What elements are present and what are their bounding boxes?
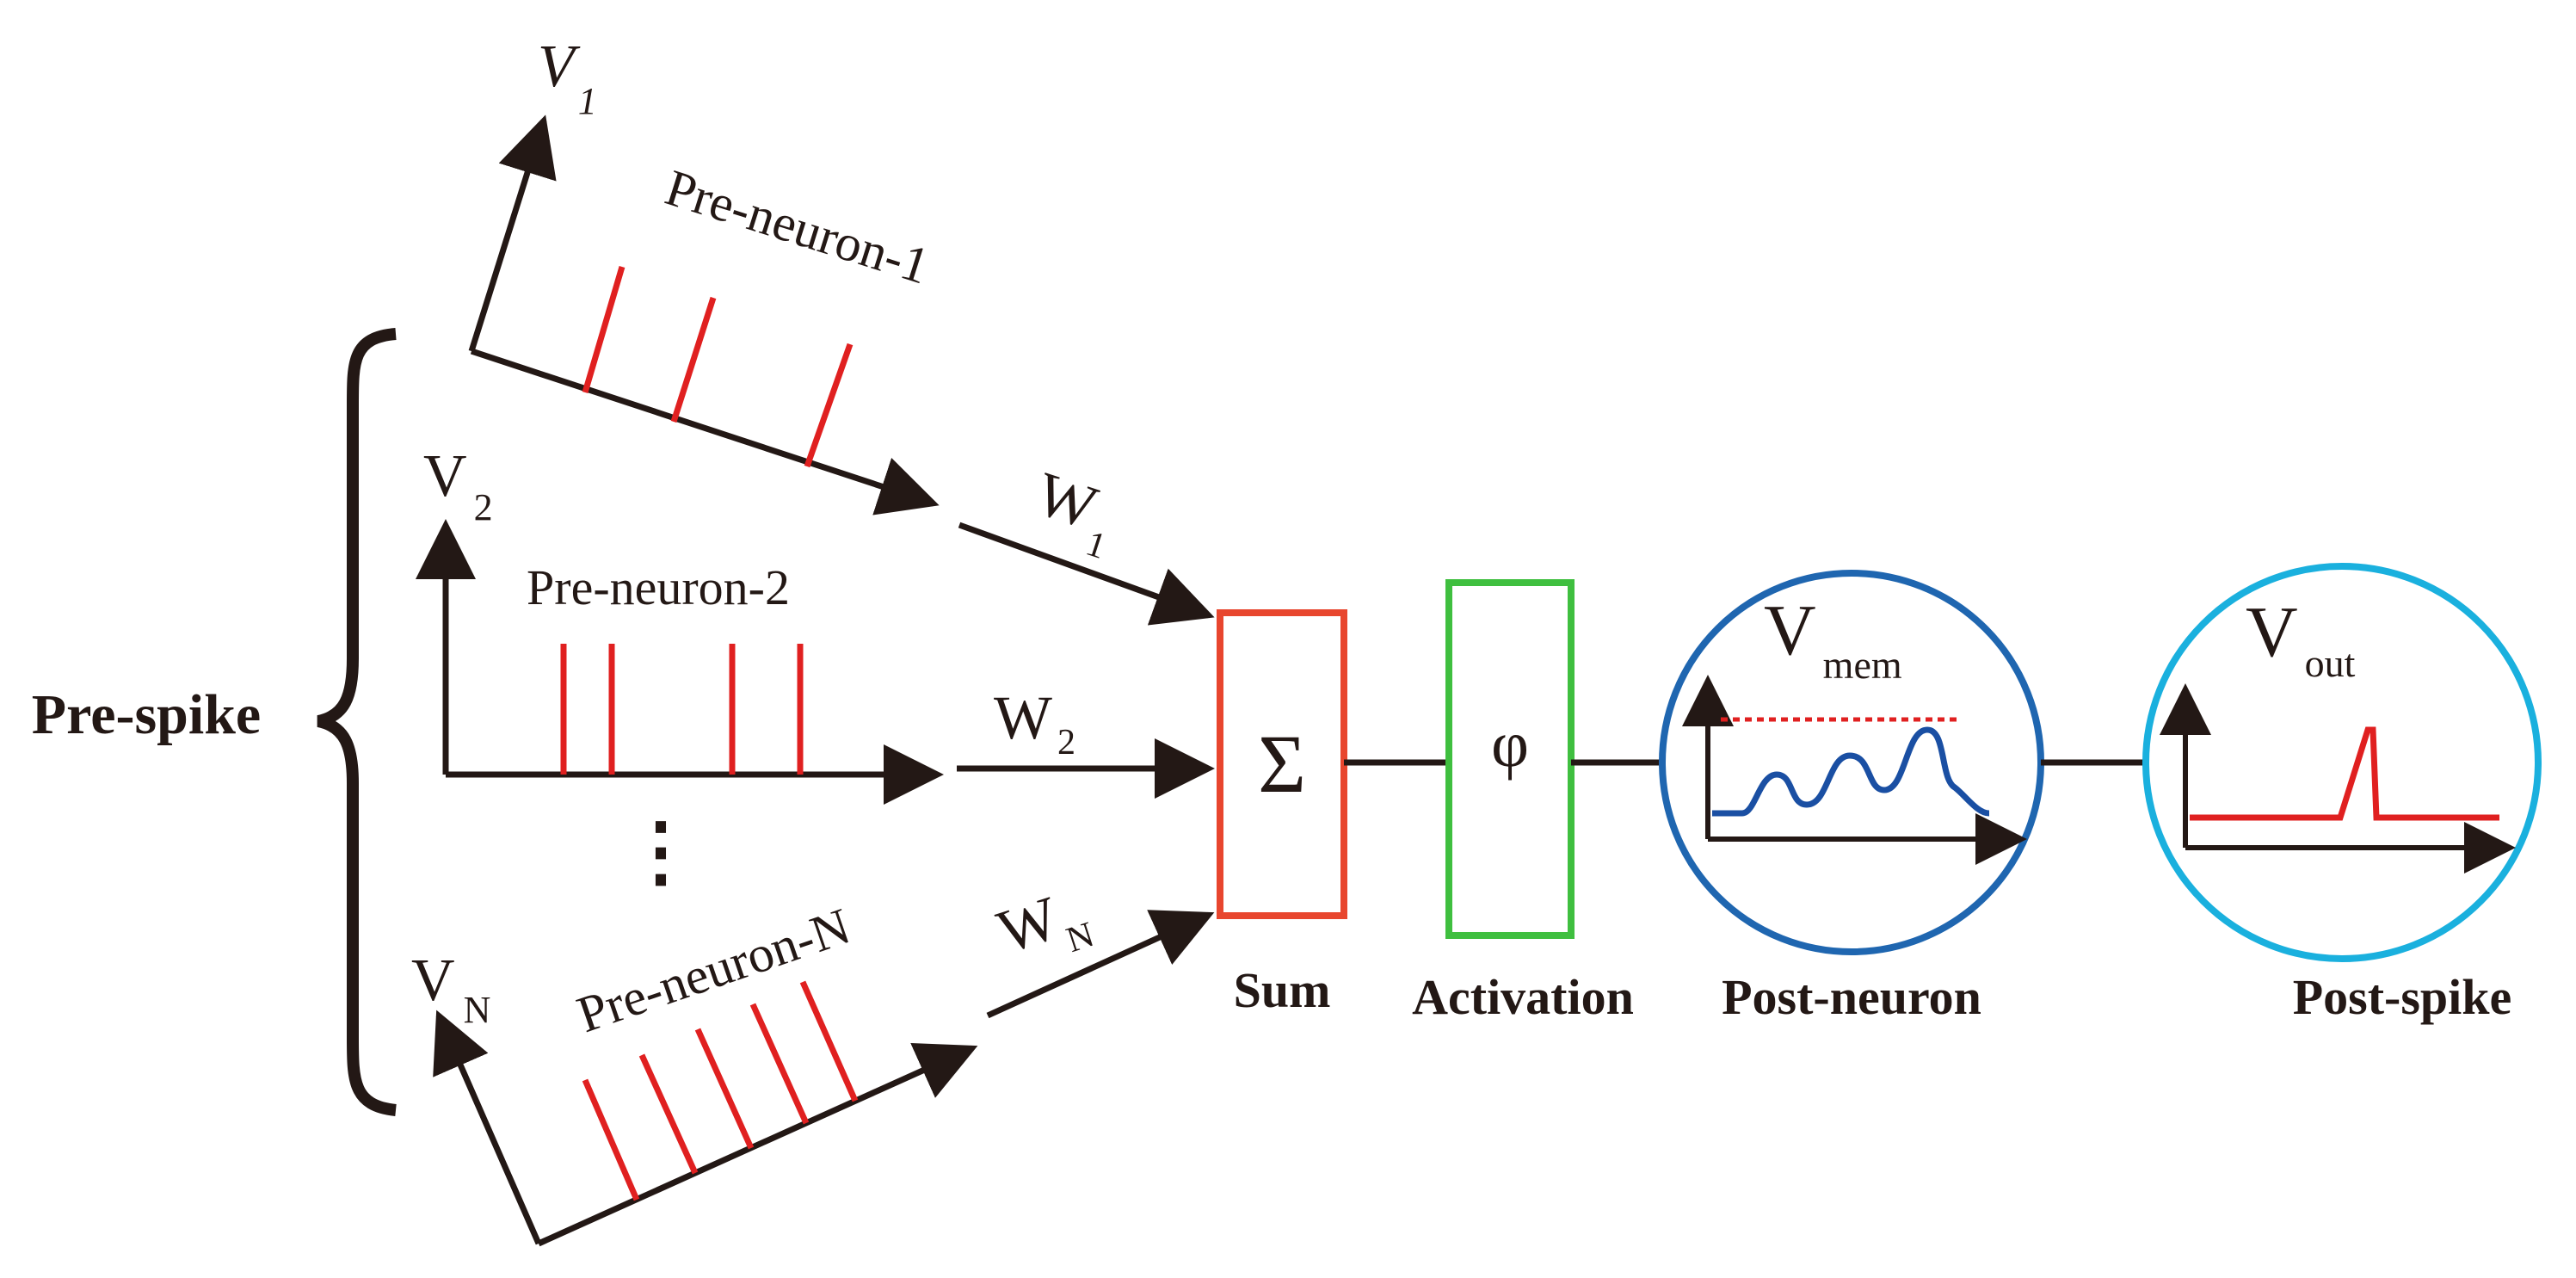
post-spike-circle: [2142, 563, 2542, 962]
pre-neuron-n-v-axis: [433, 1009, 542, 1245]
pre-neuron-1-axis-label: V1: [538, 34, 597, 122]
pre-neuron-n-t-axis: [537, 1042, 978, 1247]
pre-neuron-n-spike: [582, 1078, 640, 1201]
post-neuron-label: Post-neuron: [1722, 969, 1981, 1025]
sum-box: [1217, 609, 1347, 919]
pre-spike-brace: [317, 328, 397, 1116]
pre-neuron-2-name: Pre-neuron-2: [527, 559, 790, 615]
pre-neuron-1-spike: [670, 296, 717, 423]
wn-label: WN: [989, 874, 1099, 980]
pre-neuron-1-name: Pre-neuron-1: [659, 158, 936, 294]
pre-neuron-1-spike: [582, 266, 626, 393]
sum-symbol: Σ: [1258, 718, 1306, 810]
sum-label: Sum: [1234, 962, 1331, 1018]
post-neuron-circle: [1659, 570, 2044, 955]
activation-label: Activation: [1412, 969, 1634, 1025]
pre-neuron-n-spike: [638, 1053, 699, 1175]
w1-arrow: [958, 522, 1215, 626]
post-spike-label: Post-spike: [2293, 969, 2512, 1025]
membrane-potential-wave: [1712, 726, 1990, 817]
pre-neuron-1-v-axis: [468, 114, 557, 353]
activation-symbol: φ: [1491, 708, 1529, 781]
pre-neuron-n-spike: [749, 1003, 810, 1125]
pre-neuron-1-t-axis: [470, 348, 940, 516]
ellipsis: ⋮: [622, 810, 699, 895]
activation-box: [1445, 579, 1575, 939]
pre-spike-label: Pre-spike: [32, 683, 261, 746]
pre-neuron-1-plot: V1 Pre-neuron-1: [468, 34, 940, 516]
pre-neuron-n-spike: [694, 1028, 755, 1150]
wn-arrow: [986, 910, 1215, 1019]
pre-neuron-n-spike: [799, 980, 859, 1102]
pre-neuron-1-spike: [804, 343, 854, 468]
pre-neuron-n-name: Pre-neuron-N: [570, 897, 857, 1043]
output-spike-trace: [2190, 726, 2499, 821]
